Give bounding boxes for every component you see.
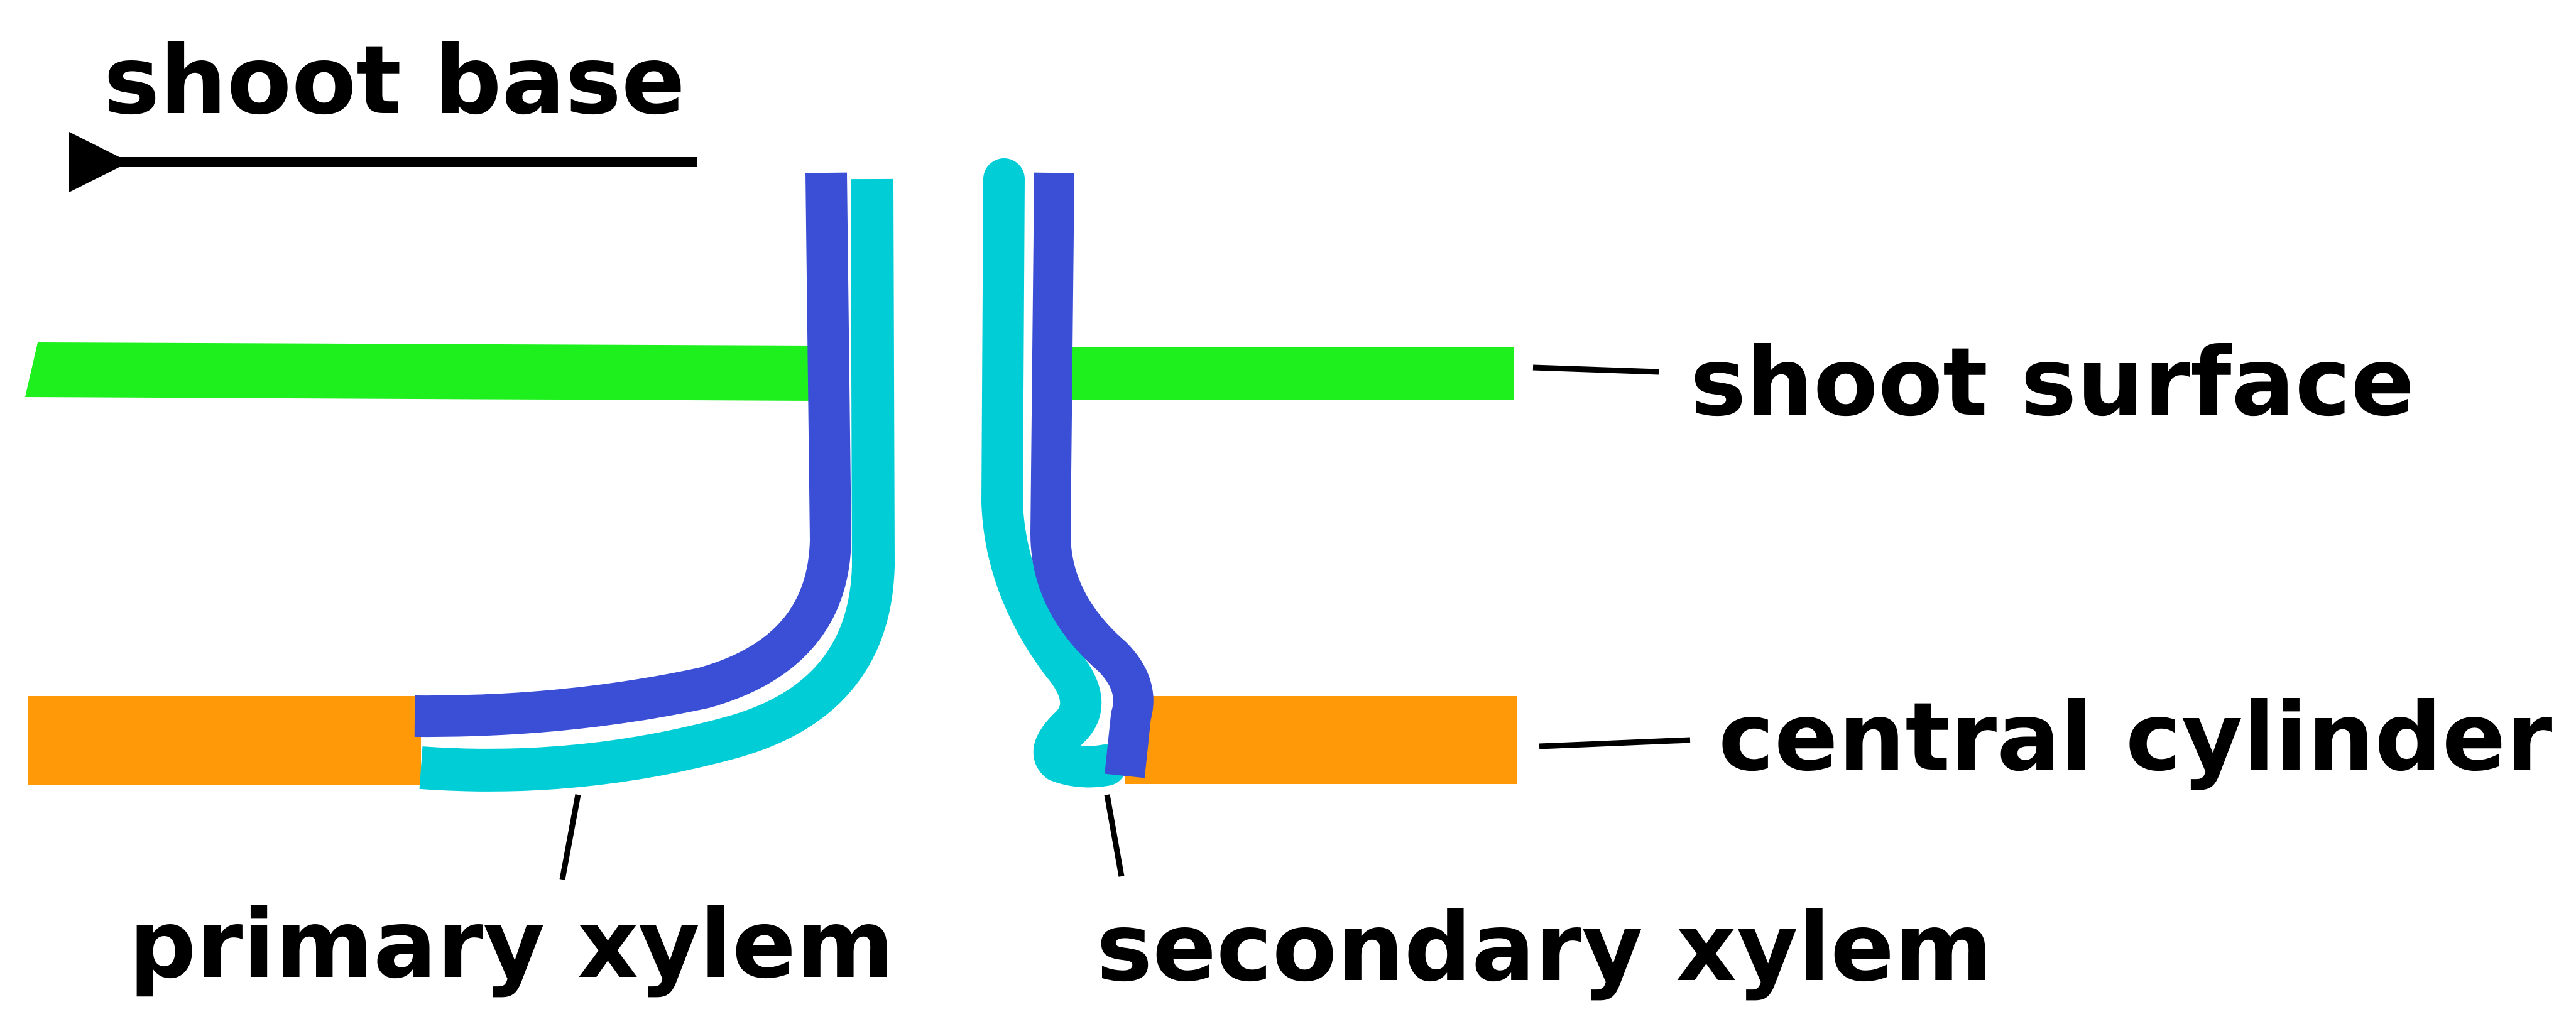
shoot-base-label: shoot base	[104, 26, 685, 136]
shoot-surface-label: shoot surface	[1690, 328, 2415, 437]
secondary-xylem-label: secondary xylem	[1096, 893, 1992, 1003]
secondary-xylem-leader	[1104, 794, 1125, 877]
central-cylinder-label: central cylinder	[1718, 683, 2552, 792]
central-cylinder-left	[28, 696, 421, 785]
right-trace-primary-xylem	[1030, 172, 1154, 778]
primary-xylem-label: primary xylem	[129, 890, 894, 999]
primary-xylem-leader	[559, 794, 581, 880]
shoot-surface-right	[1049, 347, 1514, 400]
left-trace-primary-xylem	[414, 172, 851, 738]
central-cylinder-leader	[1539, 737, 1691, 749]
right-trace-secondary-xylem	[981, 158, 1127, 788]
left-trace-secondary-xylem	[419, 178, 895, 792]
shoot-surface-left	[25, 342, 817, 401]
central-cylinder-right	[1125, 696, 1517, 784]
shoot-surface-leader	[1532, 364, 1659, 375]
